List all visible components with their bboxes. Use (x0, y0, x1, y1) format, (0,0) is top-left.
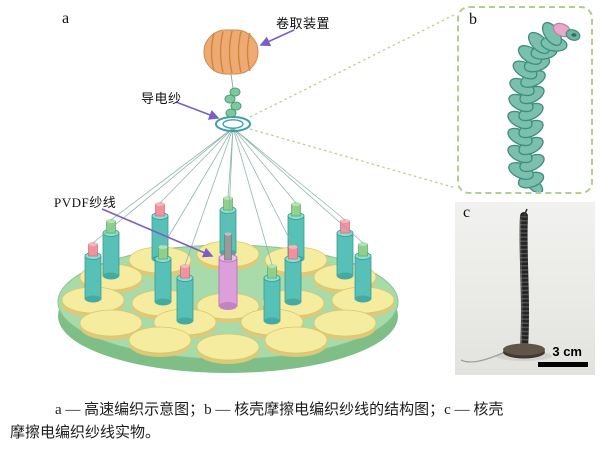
panel-b-structure: b (457, 6, 593, 194)
pvdf-yarn-arrow (101, 208, 214, 258)
take-up-thread (230, 73, 234, 89)
braiding-machine-schematic (57, 13, 457, 373)
caption-line-1: a — 高速编织示意图；b — 核壳摩擦电编织纱线的结构图；c — 核壳 (55, 402, 504, 418)
panel-b-label: b (469, 11, 477, 28)
guide-ring (215, 116, 251, 132)
scale-bar-label: 3 cm (552, 344, 582, 359)
magnifier-connector-lines (249, 13, 457, 189)
braided-yarn-segment (224, 87, 242, 118)
winding-device-coil (203, 29, 259, 75)
yarn-bobbins (61, 196, 395, 365)
scale-bar (538, 362, 588, 367)
caption-line-2: 摩擦电编织纱线实物。 (10, 425, 161, 442)
braided-yarn-3d (507, 21, 581, 194)
annotation-arrows (101, 29, 295, 258)
winding-device-label: 卷取装置 (276, 16, 331, 31)
panel-a-label: a (62, 10, 70, 27)
conductive-yarn-arrow (175, 101, 220, 120)
yarn-fan-lines (92, 127, 364, 266)
figure-caption: a — 高速编织示意图；b — 核壳摩擦电编织纱线的结构图；c — 核壳 摩擦电… (0, 399, 600, 446)
panel-c-label: c (463, 204, 471, 221)
yarn-photo (460, 208, 552, 363)
pvdf-yarn-label: PVDF纱线 (54, 195, 117, 210)
panel-c-photo: c 3 cm (455, 202, 595, 375)
winding-device-arrow (259, 29, 295, 47)
thin-wire (460, 351, 506, 363)
conductive-yarn-label: 导电纱 (141, 91, 182, 106)
